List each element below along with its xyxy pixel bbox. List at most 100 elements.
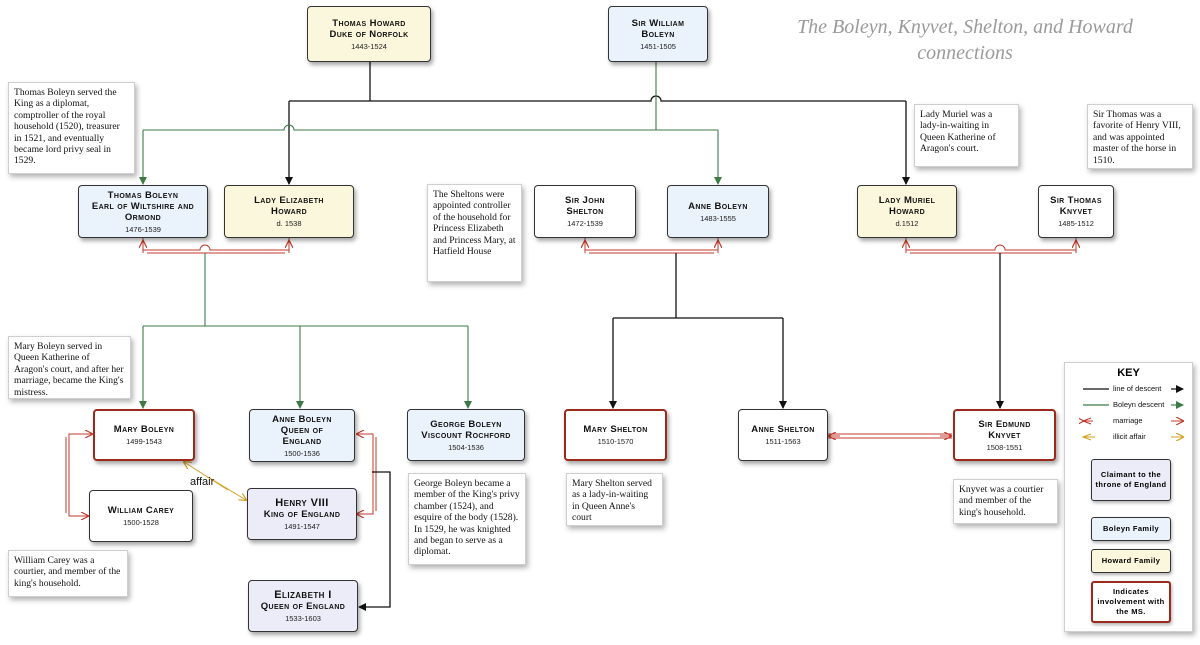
key-title: KEY xyxy=(1117,367,1140,379)
note-william-carey: William Carey was a courtier, and member… xyxy=(8,550,128,597)
note-knyvet: Knyvet was a courtier and member of the … xyxy=(953,479,1058,524)
key-ms-involvement: Indicates involvement with the MS. xyxy=(1091,581,1171,623)
person-title: Howard xyxy=(270,206,308,217)
key-row-affair: illicit affair xyxy=(1079,431,1189,443)
person-dates: 1451-1505 xyxy=(640,41,676,51)
person-henry-viii[interactable]: Henry VIII King of England 1491-1547 xyxy=(247,488,357,540)
boleyn-children-lines xyxy=(139,253,472,409)
affair-label: affair xyxy=(190,476,215,488)
person-name: Sir Thomas xyxy=(1050,195,1102,206)
person-william-boleyn[interactable]: Sir William Boleyn 1451-1505 xyxy=(608,6,708,62)
person-name: Anne Boleyn xyxy=(272,413,332,425)
key-row-marriage: marriage xyxy=(1079,415,1189,427)
person-dates: 1500-1536 xyxy=(284,448,320,458)
person-title: Queen of xyxy=(280,424,324,436)
person-title: Howard xyxy=(888,206,926,217)
person-dates: 1443-1524 xyxy=(351,41,387,51)
person-edmund-knyvet[interactable]: Sir Edmund Knyvet 1508-1551 xyxy=(953,409,1056,461)
person-dates: 1483-1555 xyxy=(700,213,736,223)
person-thomas-boleyn[interactable]: Thomas Boleyn Earl of Wiltshire and Ormo… xyxy=(78,185,208,238)
person-title: Duke of Norfolk xyxy=(329,28,409,40)
person-title: King of England xyxy=(263,508,341,520)
boleyn-descent-lines xyxy=(139,62,722,185)
person-anne-boleyn-queen[interactable]: Anne Boleyn Queen of England 1500-1536 xyxy=(249,409,355,462)
note-muriel: Lady Muriel was a lady-in-waiting in Que… xyxy=(914,104,1019,167)
person-dates: 1504-1536 xyxy=(448,442,484,452)
person-mary-boleyn[interactable]: Mary Boleyn 1499-1543 xyxy=(93,409,195,461)
person-william-carey[interactable]: William Carey 1500-1528 xyxy=(89,490,193,542)
person-name: Henry VIII xyxy=(275,496,329,509)
key-label-marriage: marriage xyxy=(1113,416,1143,425)
person-dates: 1510-1570 xyxy=(597,437,634,446)
person-dates: 1491-1547 xyxy=(284,521,320,531)
key-claimant: Claimant to the throne of England xyxy=(1091,459,1171,501)
person-dates: d. 1538 xyxy=(276,219,302,228)
marriage-shelton-knyvet xyxy=(828,434,952,438)
marriage-shelton-boleyn xyxy=(585,238,718,254)
person-anne-boleyn-elder[interactable]: Anne Boleyn 1483-1555 xyxy=(667,185,769,238)
key-boleyn-family: Boleyn Family xyxy=(1091,517,1171,541)
person-name: Mary Shelton xyxy=(583,424,648,435)
marriage-mary-carey xyxy=(65,434,92,516)
person-title: Shelton xyxy=(566,206,604,217)
elizabeth-descent-line xyxy=(358,471,391,611)
legend-key: KEY line of descent Boleyn descent marri… xyxy=(1064,362,1193,632)
person-thomas-knyvet[interactable]: Sir Thomas Knyvet 1485-1512 xyxy=(1038,185,1114,238)
note-mary-shelton: Mary Shelton served as a lady-in-waiting… xyxy=(566,473,663,526)
person-name: William Carey xyxy=(107,505,175,516)
diagram-title: The Boleyn, Knyvet, Shelton, and Howard … xyxy=(765,14,1165,66)
person-name: Sir William xyxy=(631,17,685,29)
person-name: Sir Edmund xyxy=(978,418,1031,430)
person-john-shelton[interactable]: Sir John Shelton 1472-1539 xyxy=(534,185,636,238)
marriage-boleyn-howard xyxy=(143,238,289,254)
key-label-descent: line of descent xyxy=(1113,384,1162,393)
person-name: Lady Muriel xyxy=(878,195,936,206)
person-dates: 1511-1563 xyxy=(765,437,801,446)
title-line-2: connections xyxy=(917,42,1013,64)
person-anne-shelton[interactable]: Anne Shelton 1511-1563 xyxy=(738,409,828,461)
person-dates: 1476-1539 xyxy=(125,224,161,234)
person-dates: d.1512 xyxy=(895,219,919,228)
person-title-2: England xyxy=(282,435,322,447)
person-dates: 1500-1528 xyxy=(123,518,159,527)
person-title: Viscount Rochford xyxy=(421,429,511,441)
person-elizabeth-howard[interactable]: Lady Elizabeth Howard d. 1538 xyxy=(224,185,354,238)
note-sir-thomas: Sir Thomas was a favorite of Henry VIII,… xyxy=(1087,104,1193,169)
person-thomas-howard[interactable]: Thomas Howard Duke of Norfolk 1443-1524 xyxy=(307,6,431,62)
person-name: Lady Elizabeth xyxy=(254,195,324,206)
key-label-boleyn-descent: Boleyn descent xyxy=(1113,400,1165,409)
person-name: Elizabeth I xyxy=(274,588,332,601)
person-dates: 1499-1543 xyxy=(126,437,162,446)
note-george-boleyn: George Boleyn became a member of the Kin… xyxy=(408,473,526,565)
person-dates: 1508-1551 xyxy=(986,442,1023,452)
person-name: Sir John xyxy=(564,195,605,206)
note-sheltons: The Sheltons were appointed controller o… xyxy=(427,184,522,282)
person-mary-shelton[interactable]: Mary Shelton 1510-1570 xyxy=(564,409,667,461)
person-name: Anne Shelton xyxy=(751,424,815,435)
marriage-anne-henry xyxy=(356,434,377,514)
person-title: Knyvet xyxy=(988,429,1021,441)
note-mary-boleyn: Mary Boleyn served in Queen Katherine of… xyxy=(8,336,131,399)
person-dates: 1472-1539 xyxy=(567,219,603,228)
person-george-boleyn[interactable]: George Boleyn Viscount Rochford 1504-153… xyxy=(407,409,525,461)
person-elizabeth-i[interactable]: Elizabeth I Queen of England 1533-1603 xyxy=(248,580,358,632)
descent-line-icon xyxy=(1083,385,1184,393)
person-name: Anne Boleyn xyxy=(688,200,748,212)
person-title: Queen of England xyxy=(260,600,346,612)
shelton-children-lines xyxy=(609,253,787,409)
key-howard-family: Howard Family xyxy=(1091,549,1171,573)
person-name: George Boleyn xyxy=(430,418,502,430)
boleyn-descent-line-icon xyxy=(1083,401,1184,409)
person-title: Knyvet xyxy=(1059,206,1093,217)
key-label-affair: illicit affair xyxy=(1113,432,1146,441)
affair-line-icon xyxy=(1081,431,1189,443)
person-name: Thomas Boleyn xyxy=(107,189,179,201)
affair-line xyxy=(184,462,246,500)
person-name: Mary Boleyn xyxy=(113,424,175,435)
person-dates: 1485-1512 xyxy=(1058,219,1094,228)
person-title: Boleyn xyxy=(641,28,675,40)
person-muriel-howard[interactable]: Lady Muriel Howard d.1512 xyxy=(857,185,957,238)
marriage-howard-knyvet xyxy=(906,238,1076,254)
key-row-boleyn-descent: Boleyn descent xyxy=(1079,399,1189,411)
